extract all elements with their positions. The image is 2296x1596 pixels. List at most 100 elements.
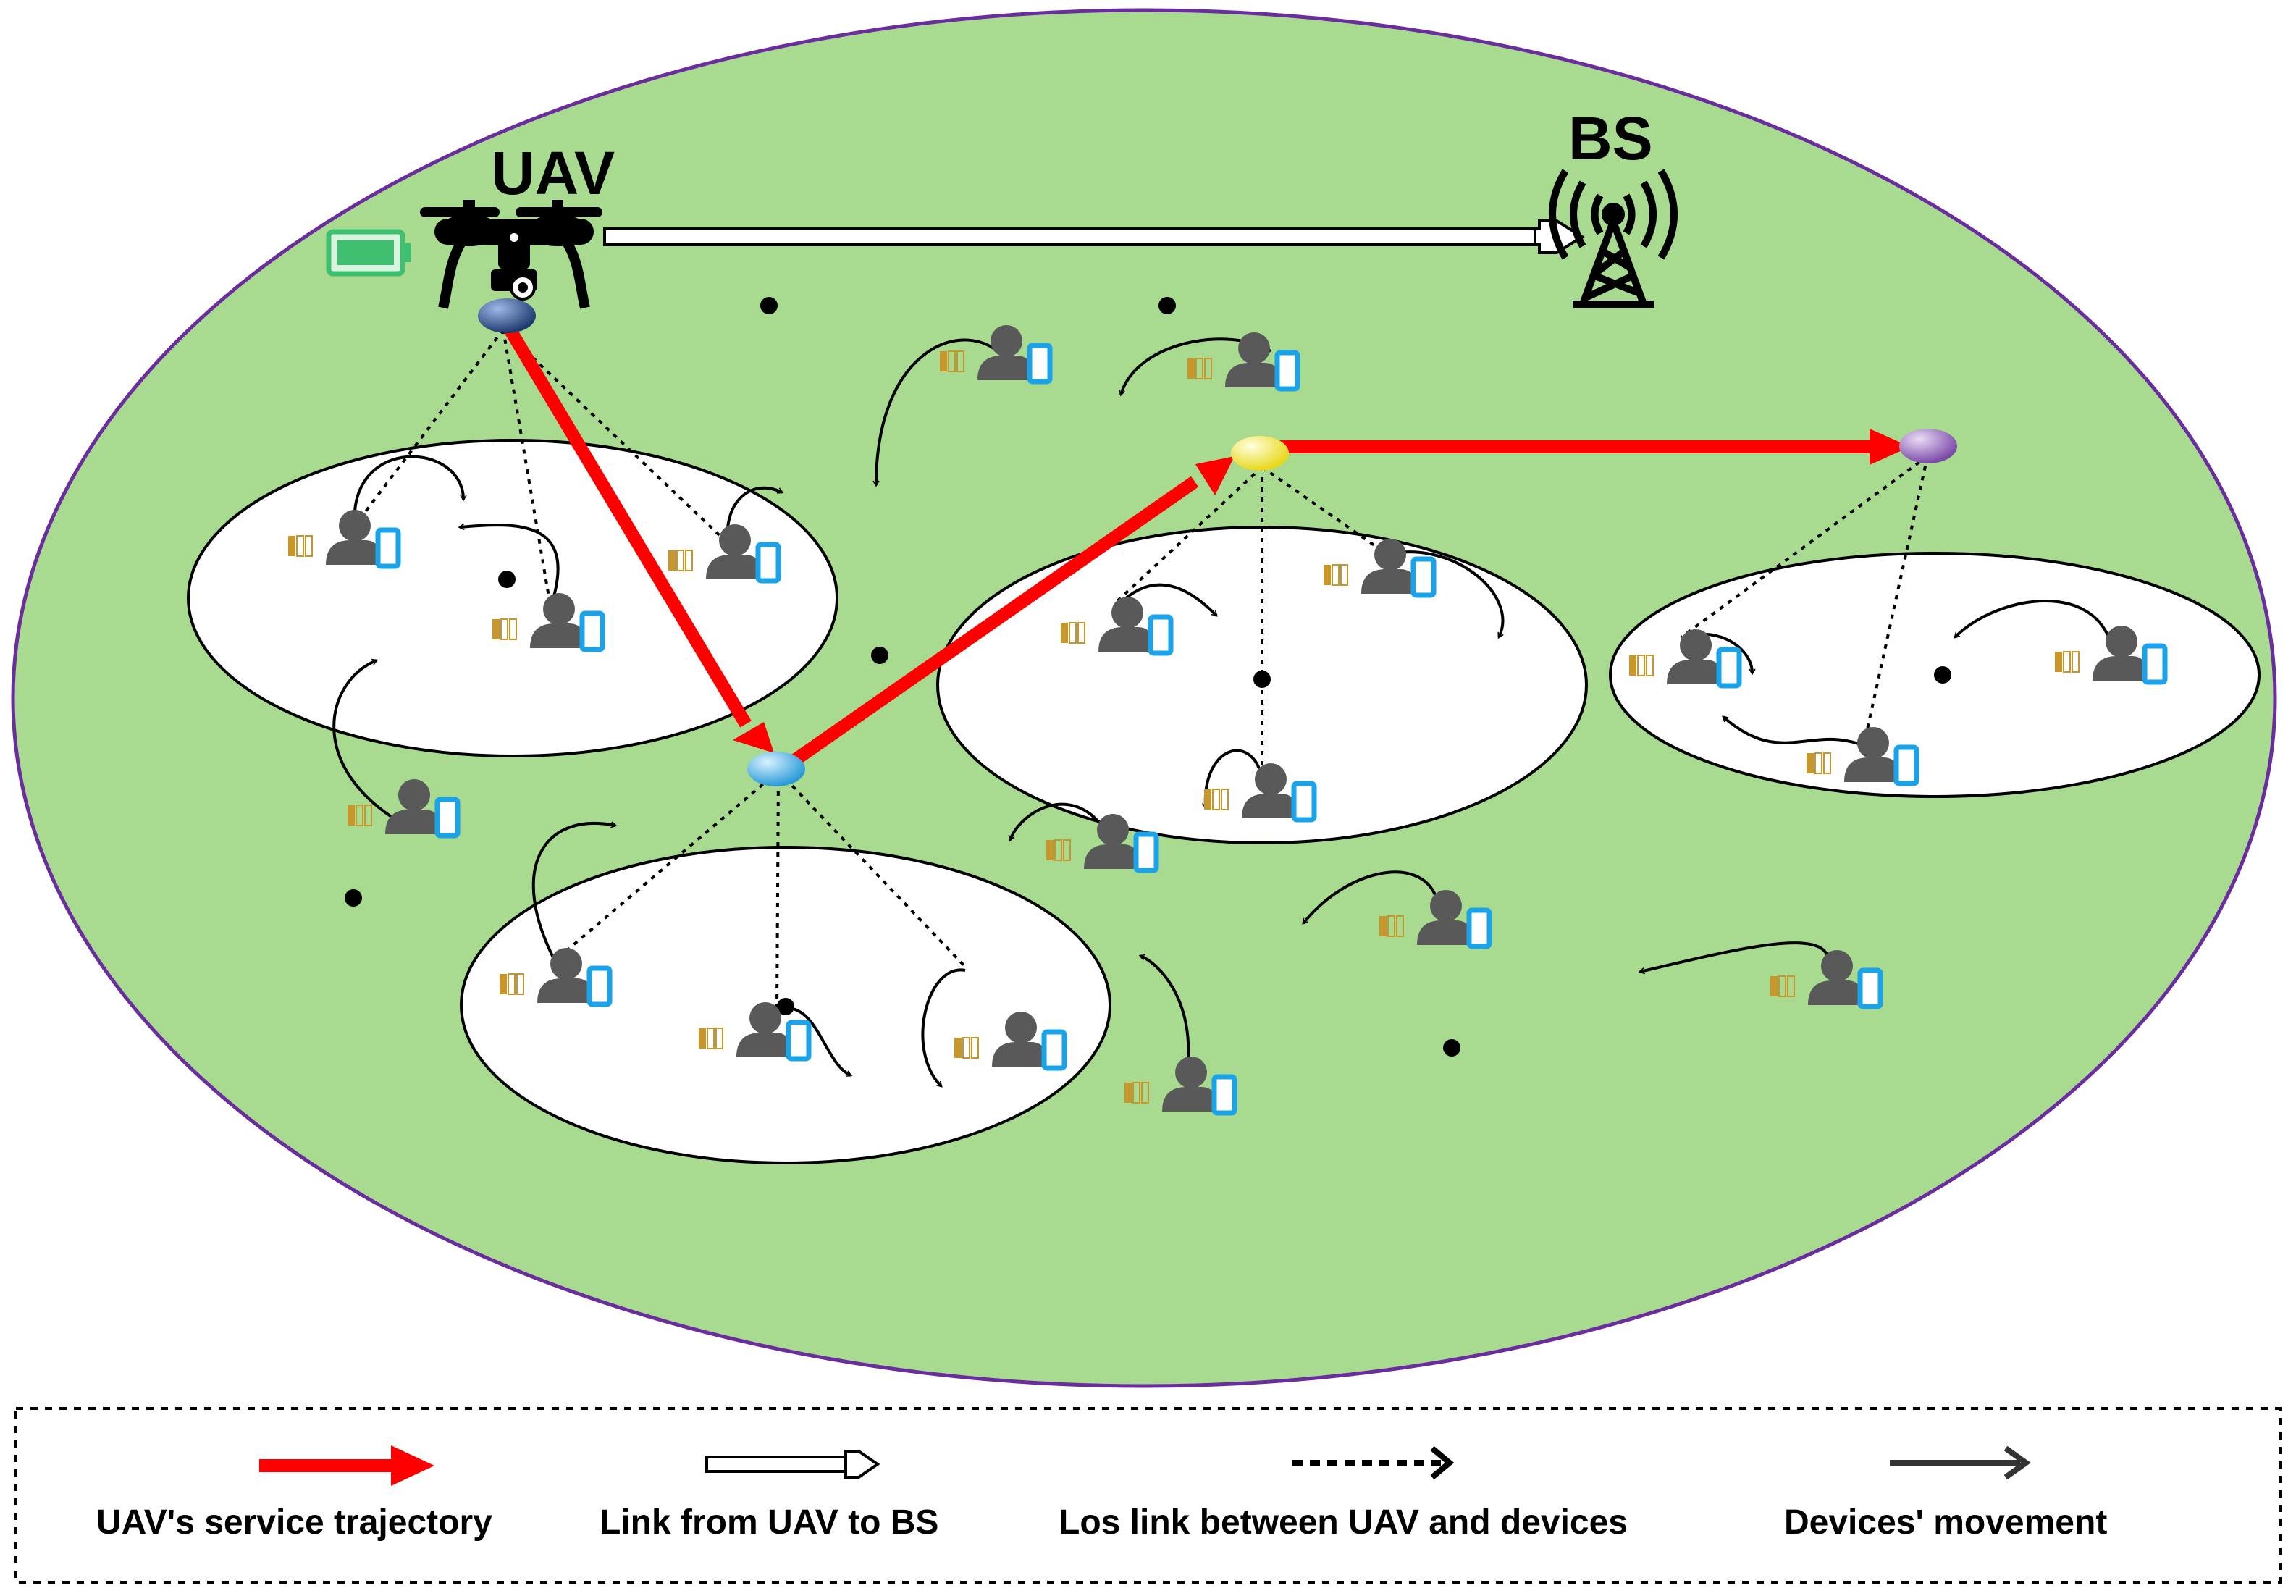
user-icon <box>1808 950 1864 1005</box>
phone-icon <box>786 1020 812 1062</box>
legend-trajectory-symbol <box>259 1445 434 1486</box>
trajectory-path <box>780 476 1199 773</box>
battery-icon <box>500 973 524 995</box>
phone-icon <box>1148 614 1174 656</box>
user-icon <box>1361 539 1418 594</box>
phone-icon <box>1133 831 1159 873</box>
user-icon <box>530 593 586 648</box>
battery-icon <box>1124 1082 1149 1104</box>
legend-los-link-symbol <box>1292 1445 1455 1480</box>
device <box>1807 727 1919 786</box>
battery-icon <box>940 350 964 372</box>
cell-tower-icon <box>1549 169 1678 308</box>
device <box>954 1012 1067 1071</box>
device <box>1046 814 1159 873</box>
legend-movement-label: Devices' movement <box>1784 1503 2107 1542</box>
user-icon <box>706 524 762 579</box>
phone-icon <box>1410 556 1437 598</box>
device <box>1124 1057 1237 1116</box>
device <box>1204 763 1317 823</box>
device <box>1770 950 1883 1009</box>
device <box>1324 539 1437 598</box>
battery-icon <box>668 550 693 571</box>
legend-movement-symbol <box>1890 1445 2031 1480</box>
user-icon <box>2093 626 2149 681</box>
hover-point-3 <box>1231 436 1289 471</box>
trajectory-arrowhead <box>733 722 774 753</box>
devices <box>288 325 2168 1116</box>
bs-label: BS <box>1568 104 1653 172</box>
user-icon <box>385 779 442 834</box>
phone-icon <box>1291 781 1317 823</box>
hover-point-2 <box>747 752 805 786</box>
device <box>1061 597 1174 656</box>
device <box>1379 890 1492 949</box>
battery-icon <box>492 618 517 640</box>
battery-icon <box>954 1037 979 1059</box>
hover-points <box>478 298 1957 786</box>
user-icon <box>1084 814 1140 869</box>
battery-icon <box>1187 358 1212 379</box>
device <box>1187 332 1300 392</box>
battery-icon <box>1061 622 1085 644</box>
user-icon <box>977 325 1034 380</box>
trajectory-arrowhead <box>1870 429 1910 465</box>
phone-icon <box>375 527 401 569</box>
device <box>288 510 401 569</box>
legend-uav-bs-link-symbol <box>705 1450 880 1479</box>
hover-point-1 <box>478 298 536 333</box>
legend-los-link-label: Los link between UAV and devices <box>1059 1503 1628 1542</box>
uav-label: UAV <box>491 139 615 207</box>
battery-icon <box>1629 655 1654 676</box>
user-icon <box>326 510 382 565</box>
device <box>940 325 1053 385</box>
phone-icon <box>579 610 605 652</box>
trajectory-arrowhead <box>1195 456 1235 495</box>
user-icon <box>537 948 594 1003</box>
battery-icon <box>1770 975 1795 997</box>
legend-uav-bs-link-label: Link from UAV to BS <box>600 1503 938 1542</box>
user-icon <box>1162 1057 1219 1112</box>
los-links <box>353 328 1929 1011</box>
phone-icon <box>1041 1029 1067 1071</box>
phone-icon <box>2142 643 2168 685</box>
battery-icon <box>288 535 313 557</box>
device <box>1629 629 1742 689</box>
battery-icon <box>348 805 372 826</box>
user-icon <box>1844 727 1901 782</box>
phone-icon <box>1274 350 1300 392</box>
trajectory-path <box>501 321 752 728</box>
phone-icon <box>586 965 613 1007</box>
battery-icon <box>1324 564 1348 586</box>
battery-icon <box>699 1028 723 1049</box>
hover-point-4 <box>1899 429 1957 463</box>
uav-battery-icon <box>326 229 411 277</box>
phone-icon <box>1466 907 1492 949</box>
device <box>699 1002 812 1062</box>
battery-icon <box>1204 789 1229 810</box>
legend-box <box>14 1407 2282 1584</box>
device <box>668 524 781 584</box>
uav-trajectory <box>501 321 1910 773</box>
device <box>2055 626 2168 685</box>
battery-icon <box>1046 839 1071 861</box>
user-icon <box>1098 597 1155 652</box>
user-icon <box>736 1002 793 1057</box>
battery-icon <box>1807 752 1831 774</box>
legend-trajectory-label: UAV's service trajectory <box>96 1503 492 1542</box>
battery-icon <box>2055 651 2080 673</box>
phone-icon <box>755 542 781 584</box>
phone-icon <box>1893 744 1919 786</box>
phone-icon <box>1027 343 1053 385</box>
phone-icon <box>1857 967 1883 1009</box>
drone-icon <box>420 200 602 309</box>
legend: UAV's service trajectory Link from UAV t… <box>14 1407 2282 1584</box>
user-icon <box>1667 629 1723 684</box>
user-icon <box>1225 332 1282 387</box>
phone-icon <box>1716 647 1742 689</box>
device <box>492 593 605 652</box>
user-icon <box>1417 890 1473 945</box>
user-icon <box>1242 763 1298 818</box>
device <box>500 948 613 1007</box>
